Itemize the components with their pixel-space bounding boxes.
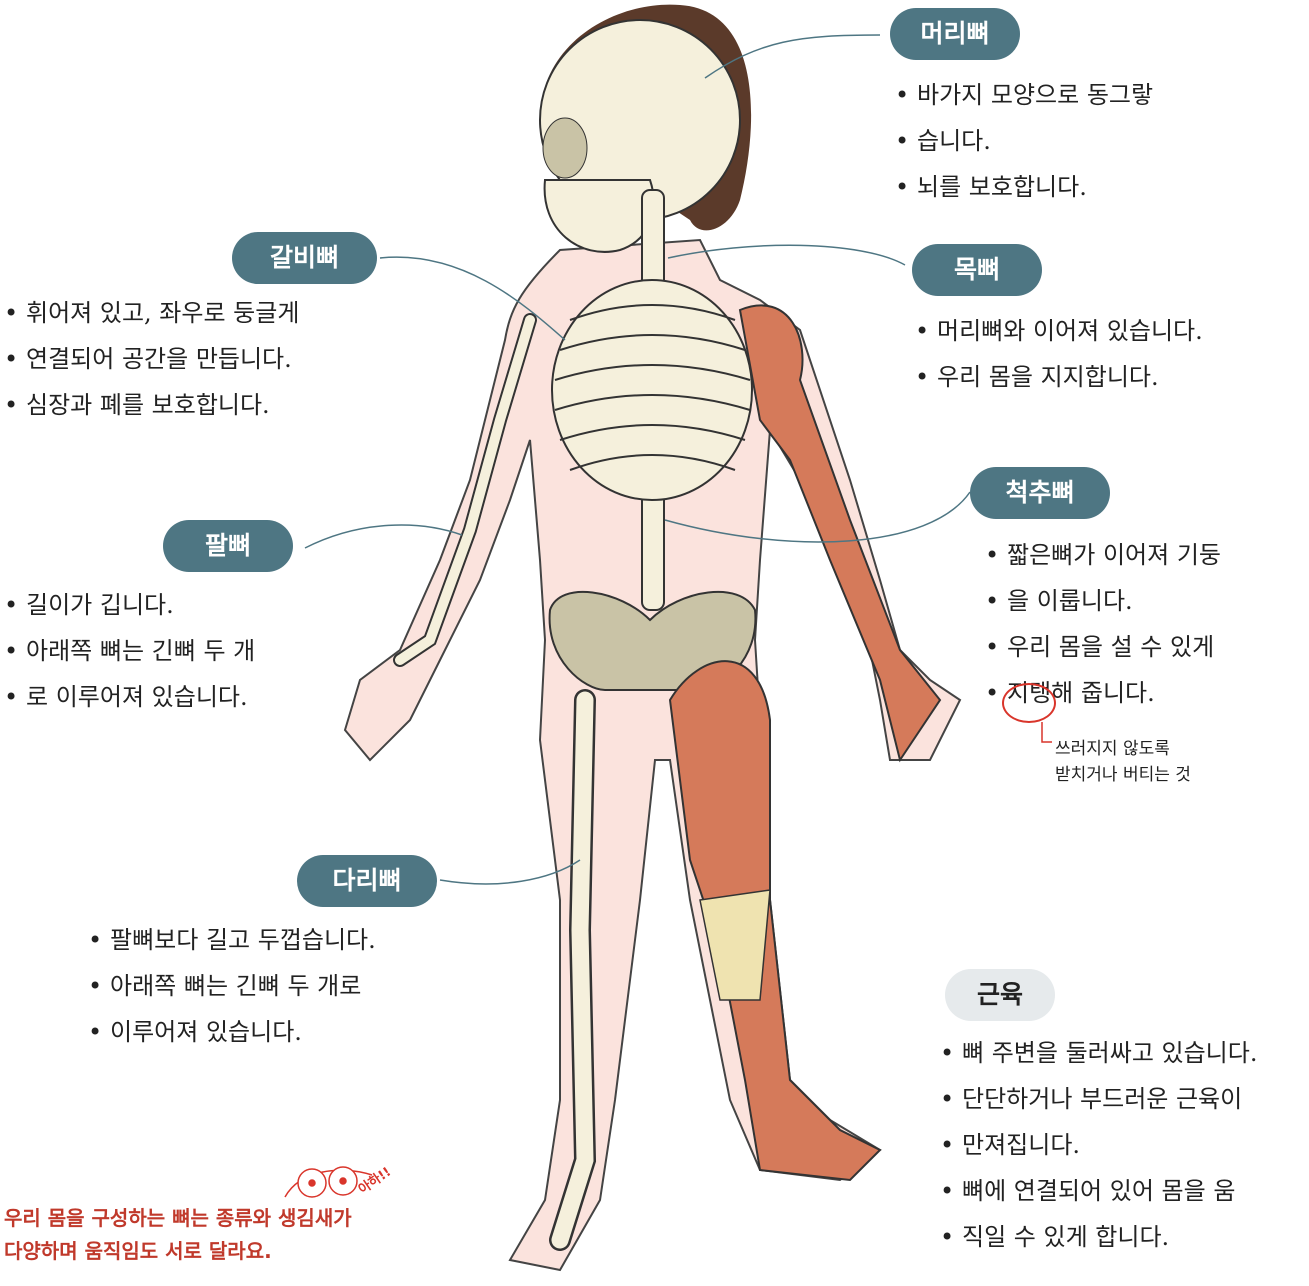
arm-desc: 길이가 깁니다. 아래쪽 뼈는 긴뼈 두 개 로 이루어져 있습니다. <box>4 582 314 720</box>
neck-desc: 머리뼈와 이어져 있습니다. 우리 몸을 지지합니다. <box>915 308 1295 400</box>
eye-socket <box>543 118 587 178</box>
neck-desc-line-2: 우리 몸을 지지합니다. <box>915 354 1295 400</box>
glossary-arrow-icon <box>1042 722 1052 742</box>
arm-desc-line-3: 로 이루어져 있습니다. <box>4 674 314 720</box>
rib-desc: 휘어져 있고, 좌우로 둥글게 연결되어 공간을 만듭니다. 심장과 폐를 보호… <box>4 290 374 428</box>
head-desc-line-1: 바가지 모양으로 동그랗 <box>895 72 1205 118</box>
muscle-label: 근육 <box>945 969 1055 1021</box>
glossary-note: 쓰러지지 않도록 받치거나 버티는 것 <box>1055 736 1295 788</box>
muscle-desc-line-3: 만져집니다. <box>940 1122 1308 1168</box>
arm-label: 팔뼈 <box>163 520 293 572</box>
ribcage <box>552 280 752 500</box>
neck-label: 목뼈 <box>912 244 1042 296</box>
head-label: 머리뼈 <box>890 8 1020 60</box>
muscle-desc-line-1: 뼈 주변을 둘러싸고 있습니다. <box>940 1030 1308 1076</box>
leg-desc-line-3: 이루어져 있습니다. <box>88 1009 468 1055</box>
muscle-desc-line-2: 단단하거나 부드러운 근육이 <box>940 1076 1308 1122</box>
right-arm-muscle <box>740 305 940 760</box>
emphasis-circle <box>1002 683 1056 723</box>
leg-desc: 팔뼈보다 길고 두껍습니다. 아래쪽 뼈는 긴뼈 두 개로 이루어져 있습니다. <box>88 917 468 1055</box>
leg-desc-line-1: 팔뼈보다 길고 두껍습니다. <box>88 917 468 963</box>
muscle-desc-line-5: 직일 수 있게 합니다. <box>940 1214 1308 1260</box>
jaw <box>545 180 654 252</box>
aha-note: 우리 몸을 구성하는 뼈는 종류와 생김새가 다양하며 움직임도 서로 달라요. <box>4 1202 424 1268</box>
spine-desc-line-2: 을 이룹니다. <box>985 578 1285 624</box>
arm-desc-line-1: 길이가 깁니다. <box>4 582 314 628</box>
leg-label: 다리뼈 <box>297 855 437 907</box>
rib-desc-line-3: 심장과 폐를 보호합니다. <box>4 382 374 428</box>
glossary-line-2: 받치거나 버티는 것 <box>1055 762 1295 788</box>
spine-label: 척추뼈 <box>970 467 1110 519</box>
neck-desc-line-1: 머리뼈와 이어져 있습니다. <box>915 308 1295 354</box>
aha-line-1: 우리 몸을 구성하는 뼈는 종류와 생김새가 <box>4 1202 424 1235</box>
aha-line-2: 다양하며 움직임도 서로 달라요. <box>4 1235 424 1268</box>
spine-desc-line-1: 짧은뼈가 이어져 기둥 <box>985 532 1285 578</box>
arm-desc-line-2: 아래쪽 뼈는 긴뼈 두 개 <box>4 628 314 674</box>
glossary-line-1: 쓰러지지 않도록 <box>1055 736 1295 762</box>
rib-desc-line-2: 연결되어 공간을 만듭니다. <box>4 336 374 382</box>
spine-desc-line-3: 우리 몸을 설 수 있게 <box>985 624 1285 670</box>
rib-desc-line-1: 휘어져 있고, 좌우로 둥글게 <box>4 290 374 336</box>
muscle-desc-line-4: 뼈에 연결되어 있어 몸을 움 <box>940 1168 1308 1214</box>
rib-label: 갈비뼈 <box>232 232 377 284</box>
head-desc-line-2: 습니다. <box>895 118 1205 164</box>
head-desc-line-3: 뇌를 보호합니다. <box>895 164 1205 210</box>
arm-connector <box>305 525 462 548</box>
head-desc: 바가지 모양으로 동그랗 습니다. 뇌를 보호합니다. <box>895 72 1205 210</box>
leg-desc-line-2: 아래쪽 뼈는 긴뼈 두 개로 <box>88 963 468 1009</box>
muscle-desc: 뼈 주변을 둘러싸고 있습니다. 단단하거나 부드러운 근육이 만져집니다. 뼈… <box>940 1030 1308 1260</box>
